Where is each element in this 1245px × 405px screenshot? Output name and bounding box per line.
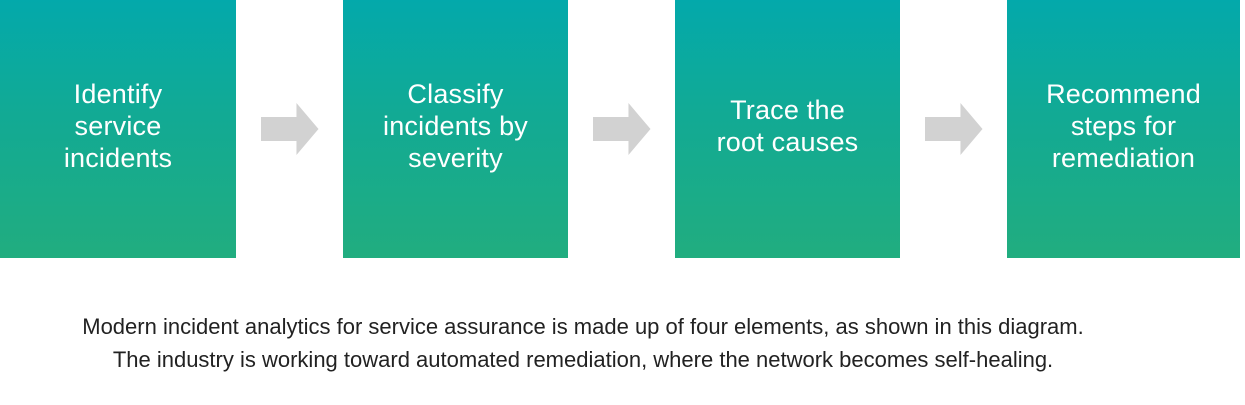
step-label-line: Identify — [73, 79, 163, 109]
right-arrow-icon — [924, 103, 983, 155]
step-label: Trace the root causes — [717, 94, 859, 158]
step-label-line: service — [74, 111, 162, 141]
step-label-line: Recommend — [1046, 79, 1201, 109]
caption-line-1: Modern incident analytics for service as… — [82, 314, 1084, 339]
step-label-line: Classify — [407, 79, 504, 109]
right-arrow-icon — [260, 103, 319, 155]
step-label: Classify incidents by severity — [383, 78, 528, 174]
caption: Modern incident analytics for service as… — [0, 310, 1166, 376]
step-label: Identify service incidents — [64, 78, 172, 174]
connector-cell — [236, 0, 343, 258]
connector-cell — [900, 0, 1007, 258]
step-label-line: incidents — [63, 143, 173, 173]
step-label-line: steps for — [1070, 111, 1177, 141]
process-flow: Identify service incidents Classify inci… — [0, 0, 1240, 258]
step-box-recommend-steps-for-remediation: Recommend steps for remediation — [1007, 0, 1240, 258]
step-label-line: incidents by — [383, 111, 528, 141]
connector-cell — [568, 0, 675, 258]
step-box-classify-incidents-by-severity: Classify incidents by severity — [343, 0, 568, 258]
step-label-line: remediation — [1051, 143, 1196, 173]
step-label-line: severity — [408, 143, 503, 173]
caption-line-2: The industry is working toward automated… — [112, 347, 1054, 372]
step-label-line: root causes — [716, 127, 859, 157]
right-arrow-icon — [592, 103, 651, 155]
step-box-trace-the-root-causes: Trace the root causes — [675, 0, 900, 258]
step-label-line: Trace the — [730, 95, 845, 125]
step-box-identify-service-incidents: Identify service incidents — [0, 0, 236, 258]
step-label: Recommend steps for remediation — [1046, 78, 1201, 174]
